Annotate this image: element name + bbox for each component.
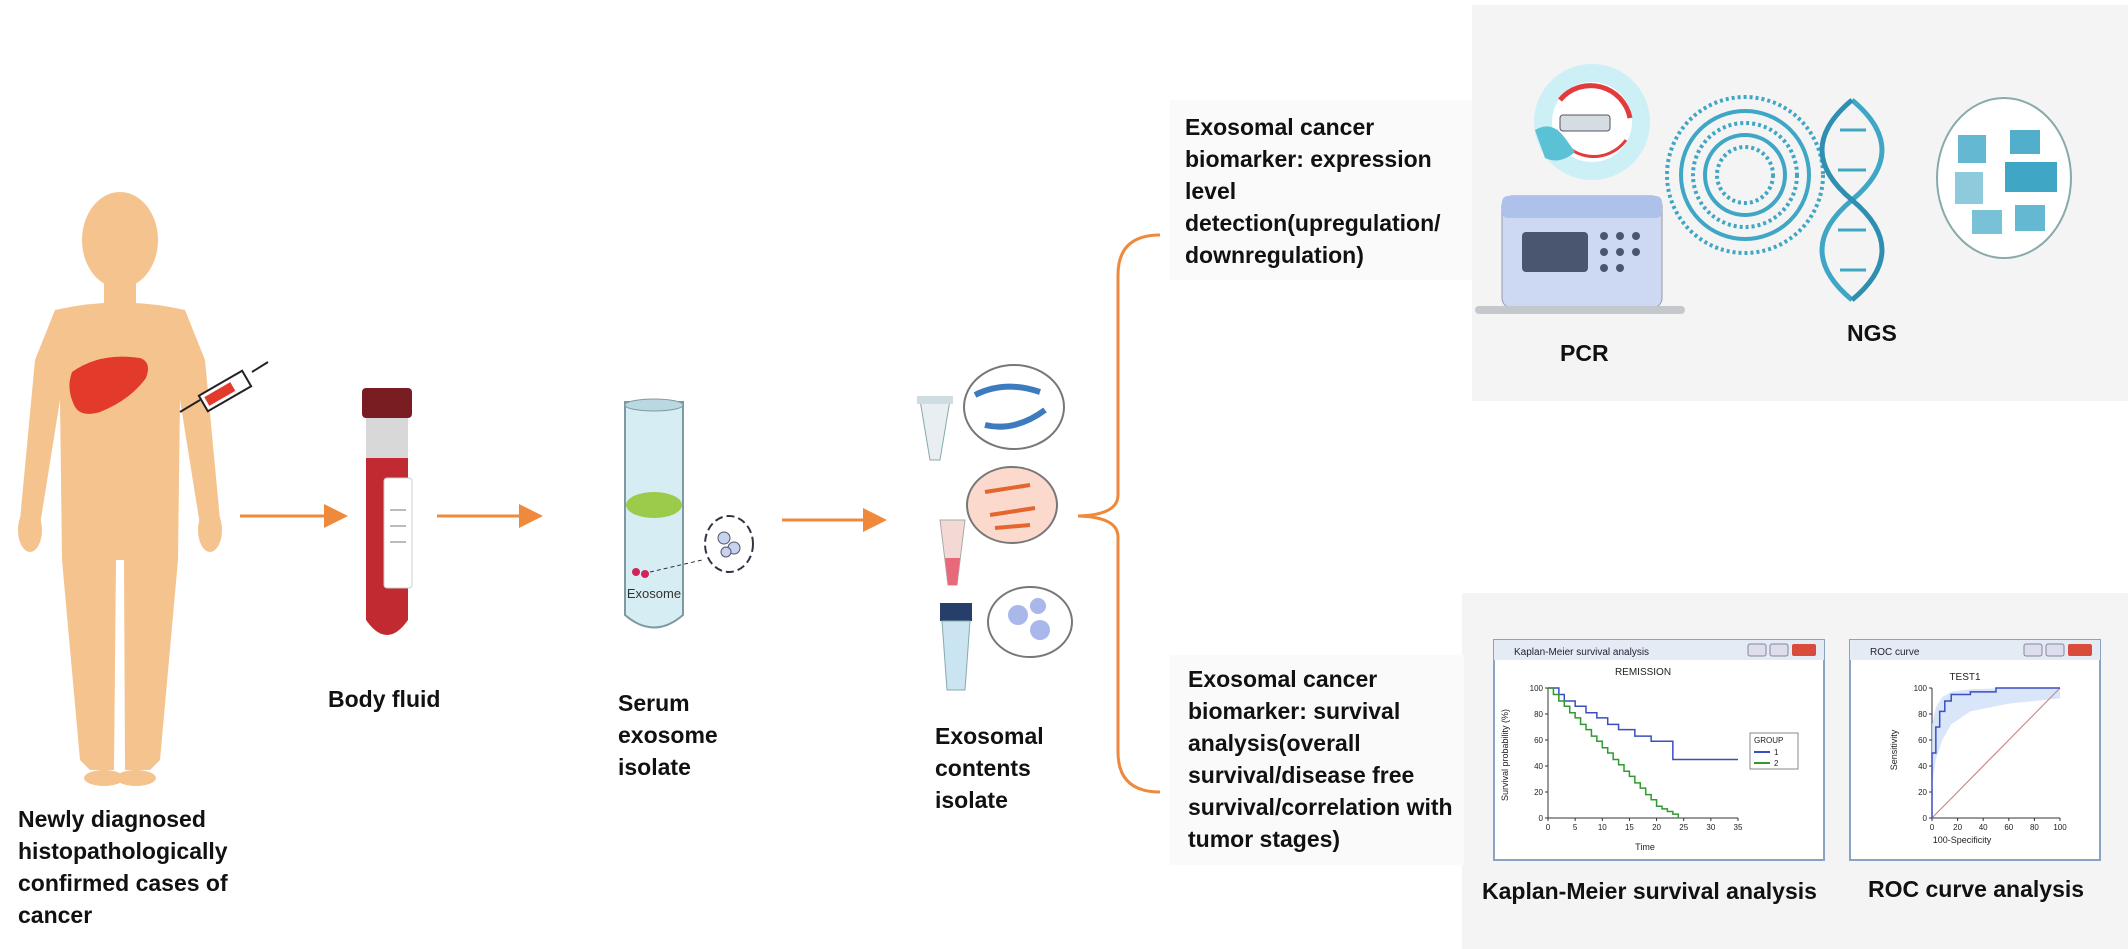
human-figure-icon (18, 192, 222, 786)
y-tick-label: 20 (1534, 788, 1543, 797)
km-legend: GROUP 1 2 (1749, 732, 1799, 770)
blood-tube-icon (362, 388, 413, 635)
roc-chart-title: TEST1 (1949, 672, 1981, 683)
branch-bracket (1077, 233, 1161, 794)
survival-label-box (1170, 655, 1464, 865)
roc-window-title: ROC curve (1870, 647, 1920, 658)
x-tick-label: 20 (1652, 823, 1661, 832)
y-tick-label: 0 (1923, 814, 1928, 823)
x-tick-label: 5 (1573, 823, 1578, 832)
x-tick-label: 25 (1679, 823, 1688, 832)
roc-plot: 0 20 40 60 80 100 0 20 40 60 80 100 (1914, 684, 2068, 832)
exosomal-contents-icon (917, 364, 1073, 691)
x-tick-label: 0 (1546, 823, 1551, 832)
survival-label: Exosomal cancer biomarker: survival anal… (1188, 666, 1453, 852)
series-line-2 (1548, 687, 1680, 818)
roc-ylabel: Sensitivity (1889, 729, 1899, 770)
y-tick-label: 40 (1534, 762, 1543, 771)
roc-window (1849, 639, 2101, 861)
x-tick-label: 60 (2004, 823, 2013, 832)
y-tick-label: 80 (1918, 710, 1927, 719)
km-chart-title: REMISSION (1615, 667, 1671, 678)
y-tick-label: 20 (1918, 788, 1927, 797)
y-tick-label: 80 (1534, 710, 1543, 719)
patient-label: Newly diagnosed histopathologically conf… (18, 806, 228, 928)
x-tick-label: 15 (1625, 823, 1634, 832)
y-tick-label: 100 (1914, 684, 1928, 693)
roc-reference-line (1931, 687, 2061, 819)
body-fluid-label: Body fluid (328, 686, 441, 712)
x-tick-label: 100 (2053, 823, 2067, 832)
series-line-1 (1548, 687, 1738, 761)
y-tick-label: 100 (1530, 684, 1544, 693)
km-window-title: Kaplan-Meier survival analysis (1514, 647, 1649, 658)
dna-helix-icon (1819, 98, 1885, 302)
km-ylabel: Survival probability (%) (1500, 709, 1510, 801)
series-line-0 (1931, 687, 2060, 818)
x-tick-label: 35 (1734, 823, 1743, 832)
x-tick-label: 40 (1979, 823, 1988, 832)
x-tick-label: 10 (1598, 823, 1607, 832)
syringe-icon (179, 361, 269, 413)
km-legend-title: GROUP (1754, 736, 1783, 745)
roc-label: ROC curve analysis (1868, 876, 2085, 902)
x-tick-label: 80 (2030, 823, 2039, 832)
ngs-label: NGS (1847, 320, 1897, 346)
y-tick-label: 60 (1918, 736, 1927, 745)
km-legend-item-2: 2 (1774, 759, 1779, 768)
liver-icon (69, 356, 148, 414)
y-tick-label: 40 (1918, 762, 1927, 771)
km-xlabel: Time (1635, 842, 1655, 852)
x-tick-label: 20 (1953, 823, 1962, 832)
serum-tube-icon: Exosome (624, 398, 754, 629)
contents-label: Exosomal contents isolate (935, 723, 1044, 813)
km-legend-item-1: 1 (1774, 748, 1779, 757)
km-label: Kaplan-Meier survival analysis (1482, 878, 1817, 904)
y-tick-label: 0 (1539, 814, 1544, 823)
exosome-tube-text: Exosome (627, 586, 681, 601)
x-tick-label: 30 (1706, 823, 1715, 832)
roc-xlabel: 100-Specificity (1933, 835, 1992, 845)
y-tick-label: 60 (1534, 736, 1543, 745)
serum-label: Serum exosome isolate (618, 690, 718, 780)
pcr-label: PCR (1560, 340, 1609, 366)
expression-label-box (1170, 100, 1472, 280)
x-tick-label: 0 (1930, 823, 1935, 832)
km-plot: 0 5 10 15 20 25 30 35 0 20 40 60 80 100 (1530, 684, 1743, 832)
microarray-icon (1936, 97, 2072, 259)
roc-confidence-band (1932, 688, 2060, 786)
ngs-flowcell-icon (1665, 95, 1825, 255)
pcr-machine-icon (1475, 64, 1685, 314)
expression-label: Exosomal cancer biomarker: expression le… (1185, 114, 1441, 268)
